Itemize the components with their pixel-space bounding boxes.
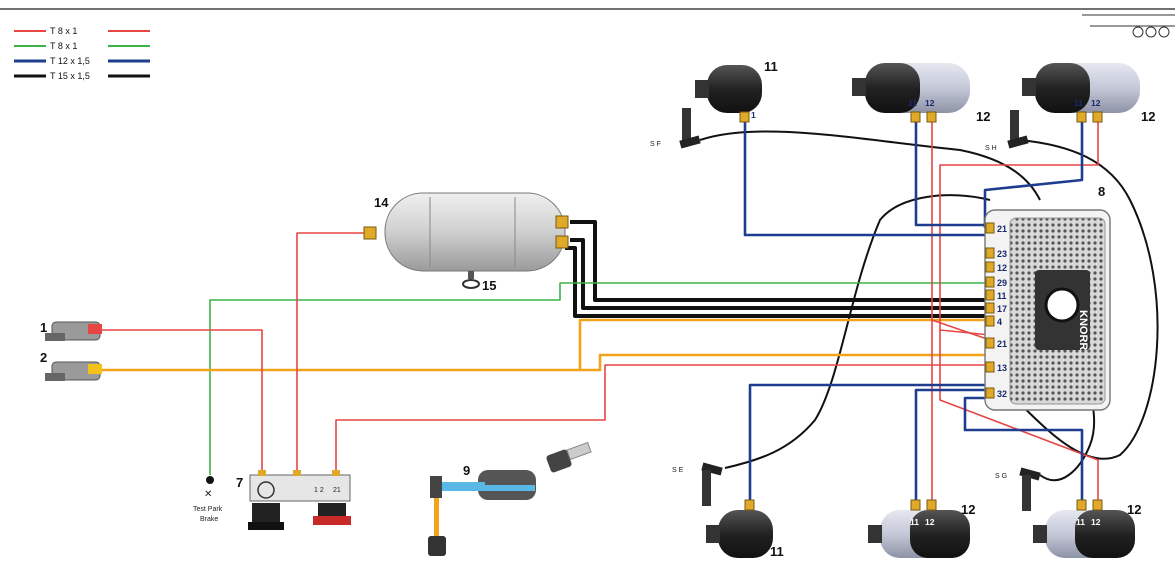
tank-outlet-fitting	[555, 215, 569, 229]
port-label: 12	[925, 517, 935, 527]
component-number: 12	[961, 502, 975, 517]
ecu-port-fitting	[985, 276, 995, 288]
component-number: 14	[374, 195, 389, 210]
port-label: 1 2	[314, 487, 324, 494]
hoses	[100, 120, 1159, 505]
port-label: 11	[1074, 98, 1083, 108]
ecu-port-fitting	[985, 315, 995, 327]
port-label: 11	[910, 517, 919, 527]
abs-sensor-top-right: S H	[985, 110, 1029, 152]
ecu-port-label: 21	[997, 339, 1007, 349]
ecu-port-label: 29	[997, 278, 1007, 288]
component-number: 7	[236, 475, 243, 490]
ecu-port-label: 4	[997, 317, 1002, 327]
legend-label: T 8 x 1	[50, 26, 77, 36]
brake-chamber-11-top: 1	[695, 65, 762, 123]
port-label: 11	[908, 98, 917, 108]
ecu-port-fitting	[985, 387, 995, 399]
sensor-label: S E	[672, 467, 684, 474]
ecu-port-fitting	[985, 337, 995, 349]
port-label: 21	[333, 487, 341, 494]
ecu-port-fitting	[985, 361, 995, 373]
ecu-brand: KNORR	[1077, 310, 1089, 350]
ecu-port-fitting	[985, 261, 995, 273]
component-number: 11	[770, 544, 784, 559]
port-label: 11	[1076, 517, 1085, 527]
ecu-port-label: 21	[997, 224, 1007, 234]
abs-sensor-top-left: S F	[650, 108, 701, 149]
test-label-line2: Brake	[200, 516, 218, 523]
port-label: 12	[1091, 517, 1101, 527]
brake-chamber-12-bottom-right: 11 12	[1033, 499, 1135, 558]
red-push-button	[318, 503, 346, 519]
component-number: 8	[1098, 184, 1105, 199]
component-number: 11	[764, 59, 778, 74]
tank-outlet-fitting	[555, 235, 569, 249]
legend-label: T 12 x 1,5	[50, 56, 90, 66]
ecu-port-label: 32	[997, 389, 1007, 399]
sensor-label: S F	[650, 141, 661, 148]
svg-text:✕: ✕	[204, 489, 212, 500]
legend-label: T 15 x 1,5	[50, 71, 90, 81]
ecu-port-fitting	[985, 302, 995, 314]
abs-sensor-bottom-left: S E	[672, 462, 723, 506]
air-tank	[363, 192, 569, 289]
ecu-port-label: 23	[997, 249, 1007, 259]
brake-chamber-12-bottom-center: 11 12	[868, 499, 970, 558]
drain-valve-icon	[462, 279, 480, 289]
test-point: ✕ Test Park Brake	[193, 476, 223, 523]
level-valve	[428, 441, 592, 556]
drain-valve-stem	[468, 271, 474, 279]
sensor-label: S G	[995, 473, 1007, 480]
ecu-logo-icon	[1044, 287, 1080, 323]
component-number: 2	[40, 350, 47, 365]
legend-label: T 8 x 1	[50, 41, 77, 51]
tank-inlet-fitting	[363, 226, 377, 240]
ecu-port-fitting	[985, 222, 995, 234]
sensor-label: S H	[985, 145, 997, 152]
ecu-modulator: KNORR 21 23 12 29 11 17 4 21 13 32	[984, 209, 1111, 411]
brake-chamber-12-top-right: 11 12	[1022, 63, 1140, 123]
ecu-port-label: 12	[997, 263, 1007, 273]
port-label: 1	[751, 110, 756, 120]
park-release-valve: 1 2 21	[248, 470, 351, 530]
ecu-port-label: 13	[997, 363, 1007, 373]
ecu-port-fitting	[985, 247, 995, 259]
component-number: 9	[463, 463, 470, 478]
component-number: 1	[40, 320, 47, 335]
abs-sensor-bottom-right: S G	[995, 467, 1041, 511]
component-number: 12	[976, 109, 990, 124]
ecu-port-label: 17	[997, 304, 1007, 314]
component-number: 15	[482, 278, 496, 293]
brake-chamber-11-bottom	[706, 499, 773, 558]
ecu-port-label: 11	[997, 291, 1007, 301]
port-label: 12	[925, 98, 935, 108]
ecu-port-fitting	[985, 289, 995, 301]
component-number: 12	[1141, 109, 1155, 124]
port-label: 12	[1091, 98, 1101, 108]
top-right-fittings	[1090, 25, 1175, 38]
valve-gauge-icon	[257, 481, 275, 499]
test-label-line1: Test Park	[193, 506, 223, 513]
ecu-port-block: 21 23 12 29 11 17 4 21 13 32	[985, 222, 1007, 399]
component-number: 12	[1127, 502, 1141, 517]
coupling-head-1	[45, 321, 102, 341]
line-legend: T 8 x 1 T 8 x 1 T 12 x 1,5 T 15 x 1,5	[14, 26, 150, 81]
coupling-head-2	[45, 361, 102, 381]
component-numbers: 1 2 7 8 9 11 11 12 12 12 12 14 15	[40, 59, 1155, 559]
brake-chamber-12-top-center: 11 12	[852, 63, 970, 123]
black-push-button	[252, 503, 280, 525]
